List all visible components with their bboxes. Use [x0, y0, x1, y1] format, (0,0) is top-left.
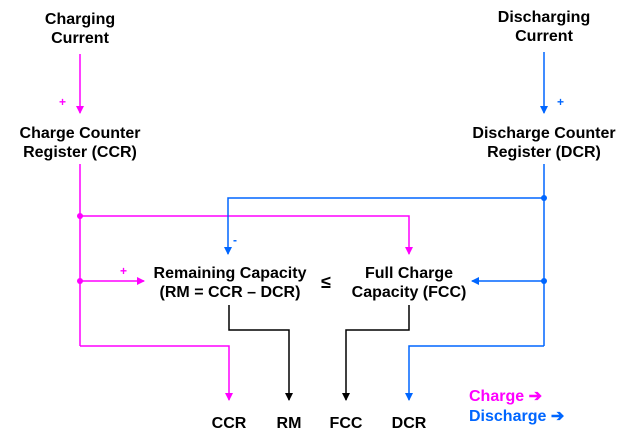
dcr-register-line1: Discharge Counter	[472, 125, 616, 142]
legend-discharge: Discharge ➔	[469, 408, 565, 425]
dcr-to-rm-arrow	[224, 197, 544, 255]
fcc-output-arrow	[342, 305, 410, 401]
dcr-register-label: Discharge Counter Register (DCR)	[459, 124, 629, 162]
charging-current-line1: Charging	[44, 11, 116, 28]
ccr-to-fcc-arrow	[80, 215, 413, 255]
dcr-register-line2: Register (DCR)	[487, 144, 601, 161]
comparator-symbol: ≤	[321, 272, 331, 292]
ccr-register-label: Charge Counter Register (CCR)	[5, 124, 155, 162]
charging-current-label: Charging Current	[30, 10, 130, 48]
legend-charge: Charge ➔	[469, 388, 542, 405]
discharging-current-line2: Current	[515, 28, 573, 45]
rm-minus-sign: -	[233, 233, 237, 247]
charging-plus-sign: +	[59, 95, 67, 109]
output-dcr-label: DCR	[391, 415, 427, 432]
rm-output-arrow	[228, 305, 293, 401]
ccr-output-arrow	[80, 345, 233, 401]
remaining-capacity-line2: (RM = CCR – DCR)	[159, 284, 301, 301]
ccr-register-line1: Charge Counter	[19, 125, 141, 142]
output-rm-label: RM	[276, 415, 302, 432]
ccr-register-line2: Register (CCR)	[23, 144, 137, 161]
full-charge-capacity-line1: Full Charge	[364, 265, 453, 282]
remaining-capacity-line1: Remaining Capacity	[153, 265, 307, 282]
rm-plus-sign: +	[120, 264, 128, 278]
charging-current-line2: Current	[51, 30, 109, 47]
output-fcc-label: FCC	[329, 415, 363, 432]
dcr-junction-top	[541, 195, 547, 201]
discharging-current-line1: Discharging	[497, 9, 591, 26]
discharging-plus-sign: +	[557, 95, 565, 109]
dcr-output-arrow	[405, 345, 544, 401]
output-ccr-label: CCR	[211, 415, 247, 432]
ccr-junction-top	[77, 213, 83, 219]
full-charge-capacity-line2: Capacity (FCC)	[351, 284, 467, 301]
ccr-junction-middle	[77, 278, 83, 284]
discharging-current-label: Discharging Current	[484, 8, 604, 46]
remaining-capacity-label: Remaining Capacity (RM = CCR – DCR)	[140, 264, 320, 302]
dcr-junction-middle	[541, 278, 547, 284]
full-charge-capacity-label: Full Charge Capacity (FCC)	[346, 264, 472, 302]
